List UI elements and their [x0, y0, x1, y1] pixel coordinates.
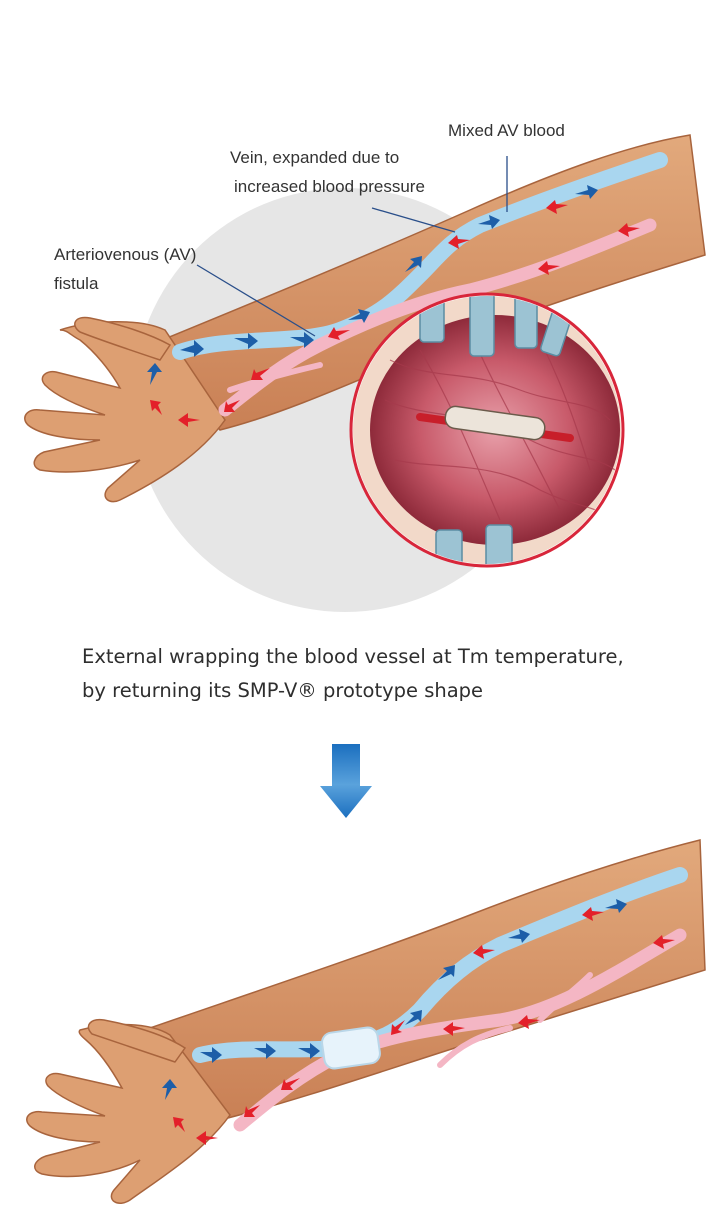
red-arrow [618, 223, 640, 237]
caption-line1: External wrapping the blood vessel at Tm… [82, 645, 624, 668]
label-vein-line2: increased blood pressure [234, 177, 425, 196]
blue-arrow [438, 965, 455, 980]
artery-branch-after [437, 1025, 513, 1068]
red-arrow [251, 368, 270, 380]
smp-wrap-device [444, 405, 546, 441]
red-arrow [518, 1015, 540, 1029]
red-arrow [546, 200, 568, 214]
blue-arrow [298, 1043, 320, 1059]
blue-arrow [478, 215, 500, 229]
artery [218, 218, 657, 417]
red-arrow [653, 935, 675, 949]
red-arrow [281, 1078, 300, 1090]
vein [172, 152, 668, 360]
thumb-after [87, 1018, 187, 1063]
blue-arrow [348, 309, 370, 323]
red-arrow [473, 945, 495, 959]
red-arrow [328, 327, 350, 340]
red-arrow [448, 235, 470, 249]
label-fistula-line2: fistula [54, 274, 99, 293]
blue-arrow [508, 929, 530, 943]
red-arrow [538, 261, 560, 275]
red-arrow [178, 413, 200, 427]
red-arrow [244, 1105, 260, 1117]
artery-branch [227, 362, 323, 393]
red-arrow [582, 907, 604, 921]
thumb [74, 316, 172, 361]
artery-branch-after [537, 972, 593, 1023]
red-flow-arrows-after [173, 907, 675, 1145]
blue-flow-arrows-after [162, 899, 627, 1100]
forearm-after [148, 839, 706, 1121]
blue-arrow [405, 256, 422, 272]
blue-flow-arrows [147, 185, 598, 385]
label-mixed-av-blood: Mixed AV blood [448, 121, 565, 140]
label-fistula-line1: Arteriovenous (AV) [54, 245, 197, 264]
hand-after [26, 1023, 231, 1204]
blue-arrow [290, 332, 314, 348]
blue-arrow [162, 1079, 177, 1100]
blue-arrow [605, 899, 627, 913]
blue-arrow [254, 1043, 276, 1059]
red-arrow [196, 1131, 218, 1145]
bottom-illustration [26, 839, 706, 1204]
red-arrow [150, 400, 162, 415]
blue-arrow [147, 363, 162, 385]
caption: External wrapping the blood vessel at Tm… [82, 640, 682, 708]
hand [24, 321, 226, 503]
callout-line-vein [371, 207, 456, 233]
arrow-down-icon [320, 744, 372, 818]
caption-line2: by returning its SMP-V® prototype shape [82, 679, 484, 702]
blue-arrow [234, 333, 258, 349]
callout-line-fistula [196, 264, 316, 337]
blue-arrow [200, 1047, 222, 1063]
vein-after [192, 867, 688, 1063]
smp-v-wrap [321, 1026, 381, 1070]
red-arrow [173, 1117, 185, 1132]
top-illustration [24, 134, 706, 612]
red-arrow [443, 1022, 465, 1036]
red-flow-arrows [150, 200, 640, 427]
callout-lines [196, 156, 508, 337]
blue-arrow [180, 340, 204, 357]
magnified-surgical-view [353, 296, 621, 564]
blue-arrow [405, 1010, 422, 1025]
red-arrow [391, 1020, 405, 1035]
blue-arrow [575, 185, 598, 199]
red-arrow [224, 400, 240, 412]
label-vein-line1: Vein, expanded due to [230, 148, 400, 167]
